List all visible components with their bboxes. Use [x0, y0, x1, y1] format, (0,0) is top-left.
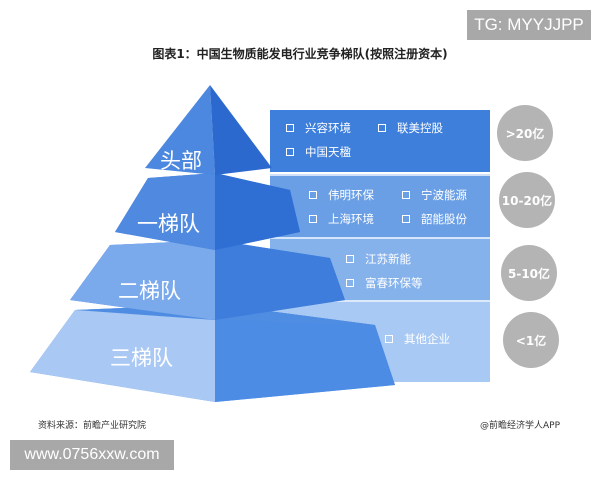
checkbox-square-icon — [346, 278, 354, 287]
tier-label-1: 一梯队 — [137, 212, 200, 236]
watermark-top: TG: MYYJJPP — [467, 10, 591, 40]
tier-label-2: 二梯队 — [118, 279, 181, 303]
checkbox-square-icon — [402, 190, 410, 199]
band-head — [270, 110, 490, 172]
checkbox-square-icon — [346, 254, 354, 263]
chart-title: 图表1：中国生物质能发电行业竞争梯队(按照注册资本) — [152, 47, 448, 61]
capital-badge-head: >20亿 — [497, 105, 553, 161]
checkbox-square-icon — [385, 334, 393, 343]
checkbox-square-icon — [402, 214, 410, 223]
company-item: 富春环保等 — [346, 272, 423, 294]
tier-label-3: 三梯队 — [110, 346, 173, 370]
checkbox-square-icon — [309, 214, 317, 223]
checkbox-square-icon — [286, 123, 294, 132]
watermark-bottom: www.0756xxw.com — [10, 440, 174, 470]
company-item: 中国天楹 — [286, 141, 351, 163]
company-item: 兴容环境 — [286, 117, 351, 139]
capital-badge-tier-2: 5-10亿 — [501, 245, 557, 301]
capital-badge-tier-3: <1亿 — [503, 312, 559, 368]
company-item: 伟明环保 — [309, 184, 374, 206]
company-item: 宁波能源 — [402, 184, 467, 206]
capital-badge-tier-1: 10-20亿 — [499, 172, 555, 228]
source-note: 资料来源：前瞻产业研究院 — [38, 421, 147, 431]
checkbox-square-icon — [378, 123, 386, 132]
company-item: 江苏新能 — [346, 248, 411, 270]
checkbox-square-icon — [309, 190, 317, 199]
credit-note: @前瞻经济学人APP — [479, 421, 560, 431]
company-item: 上海环境 — [309, 208, 374, 230]
tier-label-head: 头部 — [160, 149, 202, 173]
company-item: 联美控股 — [378, 117, 443, 139]
company-item: 韶能股份 — [402, 208, 467, 230]
band-tier-1 — [270, 174, 490, 238]
company-item: 其他企业 — [385, 328, 450, 350]
checkbox-square-icon — [286, 147, 294, 156]
